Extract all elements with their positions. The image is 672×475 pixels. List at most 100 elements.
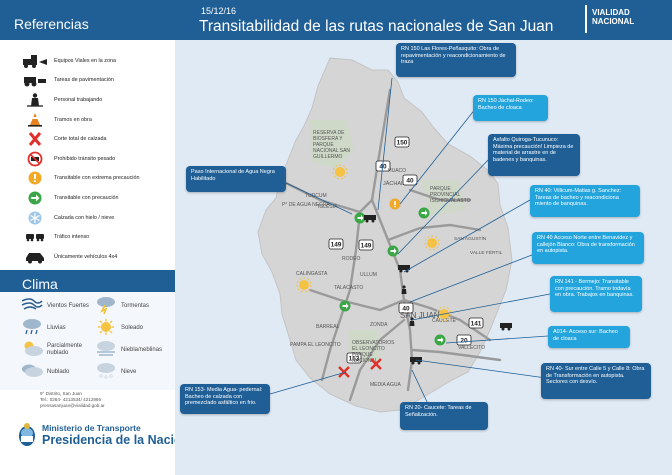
ministry-name: Ministerio de Transporte — [42, 423, 141, 433]
callout-rn40-acceso-norte: RN 40 Acceso Norte entre Benavidez y cal… — [532, 232, 644, 264]
rain-icon — [20, 318, 44, 338]
weather-item-label: Soleado — [121, 324, 144, 331]
place-label-media-agua: MEDIA AGUA — [370, 382, 402, 388]
legend-item-label: Equipos Viales en la zona — [54, 57, 116, 64]
legend-item-label: Tramos en obra — [54, 116, 92, 123]
place-label-ullum: ULLUM — [360, 272, 377, 278]
caution-marker — [354, 212, 366, 224]
presidency-name: Presidencia de la Nación — [42, 433, 190, 447]
weather-item: Lluvias — [20, 318, 93, 338]
legend-item-label: Personal trabajando — [54, 96, 103, 103]
road-closed-marker — [338, 366, 350, 378]
caution-icon — [18, 190, 52, 206]
place-label-iglesia: IGLESIA — [318, 204, 338, 210]
storm-icon — [94, 296, 118, 316]
equipment-marker — [364, 215, 376, 223]
weather-item-label: Niebla/neblinas — [121, 346, 163, 353]
place-label-jachal: JÁCHAL — [383, 180, 404, 187]
weather-item: Niebla/neblinas — [94, 340, 167, 360]
contact-email: prensasanjuan@vialidad.gob.ar — [40, 403, 105, 408]
svg-text:20: 20 — [460, 337, 468, 344]
weather-item: Parcialmente nublado — [20, 340, 93, 360]
svg-text:40: 40 — [402, 305, 410, 312]
caution-marker — [339, 300, 351, 312]
callout-rn150-jachal: RN 150 Jáchal-Rodeo: Bacheo de cloaca — [473, 95, 548, 121]
route-shield-r141: 141 — [468, 317, 484, 329]
svg-text:40: 40 — [406, 177, 414, 184]
place-label-vallecito: VALLECITO — [458, 345, 485, 351]
legend-item: Transitable con extrema precaución — [0, 169, 175, 189]
weather-item: Soleado — [94, 318, 167, 338]
sun-marker — [424, 235, 440, 251]
weather-item: Tormentas — [94, 296, 167, 316]
worker-icon — [18, 92, 52, 108]
callout-agua-negra: Paso Internacional de Agua Negra Habilit… — [186, 166, 286, 192]
cloudy-icon — [20, 362, 44, 382]
equipment-marker — [410, 357, 422, 365]
road-closed-marker — [370, 358, 382, 370]
weather-item-label: Vientos Fuertes — [47, 302, 89, 309]
legend-item: Tráfico intenso — [0, 227, 175, 247]
place-label-san-juan: SAN JUAN — [400, 311, 440, 320]
legend-item-label: Prohibido tránsito pesado — [54, 155, 116, 162]
page-title: Transitabilidad de las rutas nacionales … — [199, 18, 554, 35]
legend-item-label: Tráfico intenso — [54, 234, 90, 241]
cone-icon — [18, 112, 52, 128]
svg-text:149: 149 — [361, 242, 372, 249]
fog-icon — [94, 340, 118, 360]
callout-a014-acceso-sur: A014- Acceso sur: Bacheo de cloaca — [548, 326, 630, 348]
report-date: 15/12/16 — [201, 6, 237, 16]
weather-item-label: Nublado — [47, 368, 70, 375]
weather-item-label: Lluvias — [47, 324, 66, 331]
route-shield-r40b: 40 — [402, 174, 418, 186]
legend-item-label: Transitable con precaución — [54, 194, 119, 201]
route-shield-r149a: 149 — [328, 238, 344, 250]
ministry-logo: Ministerio de Transporte Presidencia de … — [16, 422, 189, 448]
callout-rn20-caucete: RN 20- Caucete: Tareas de Señalización. — [400, 402, 488, 430]
brand-line-1: VIALIDAD — [592, 8, 630, 17]
callout-quiroga-tucunuco: Asfalto Quiroga-Tucunuco: Máxima precauc… — [488, 134, 580, 176]
svg-text:149: 149 — [331, 241, 342, 248]
legend-item: Calzada con hielo / nieve — [0, 208, 175, 228]
place-label-rodeo: RODEO — [342, 256, 360, 262]
four-by-four-icon — [18, 249, 52, 265]
route-shield-r149b: 149 — [358, 239, 374, 251]
weather-title: Clima — [0, 270, 175, 292]
callout-rn150-las-flores: RN 150 Las Flores-Peñasquito: Obra de re… — [396, 43, 516, 77]
vialidad-logo: VIALIDAD NACIONAL — [585, 5, 667, 33]
header-bar — [175, 0, 672, 40]
weather-item-label: Nieve — [121, 368, 137, 375]
place-label-tudcum: TUDCUM — [305, 193, 327, 199]
legend-title: Referencias — [0, 0, 175, 40]
callout-rn40-sur: RN 40- Sur entre Calle 5 y Calle 8: Obra… — [541, 363, 651, 399]
extreme-caution-marker — [389, 198, 401, 210]
contact-district: 9° Distrito, San Juan — [40, 391, 82, 396]
svg-text:40: 40 — [379, 163, 387, 170]
heavy-traffic-icon — [18, 229, 52, 245]
place-label-valle-fertil: VALLE FÉRTIL — [470, 249, 503, 256]
weather-item: Nieve — [94, 362, 167, 382]
place-label-paso-agua-negra: P° DE AGUA NEGRA — [282, 202, 331, 208]
weather-item-label: Tormentas — [121, 302, 150, 309]
road-closed-icon — [18, 131, 52, 147]
svg-text:141: 141 — [471, 320, 482, 327]
weather-item: Vientos Fuertes — [20, 296, 93, 316]
legend-item: Transitable con precaución — [0, 188, 175, 208]
wind-icon — [20, 296, 44, 316]
ice-icon — [18, 210, 52, 226]
contact-phone: Tel.: 0264- 4213534/ 4212966 — [40, 397, 102, 402]
legend-item-label: Transitable con extrema precaución — [54, 175, 140, 182]
road-equipment-icon — [18, 53, 52, 69]
weather-item-label: Parcialmente nublado — [47, 343, 83, 356]
place-label-huaco: HUACO — [388, 168, 406, 174]
place-label-san-agustin: SAN AGUSTÍN — [454, 235, 487, 242]
legend-item: Prohibido tránsito pesado — [0, 149, 175, 169]
contact-info: 9° Distrito, San Juan Tel.: 0264- 421353… — [40, 391, 105, 409]
